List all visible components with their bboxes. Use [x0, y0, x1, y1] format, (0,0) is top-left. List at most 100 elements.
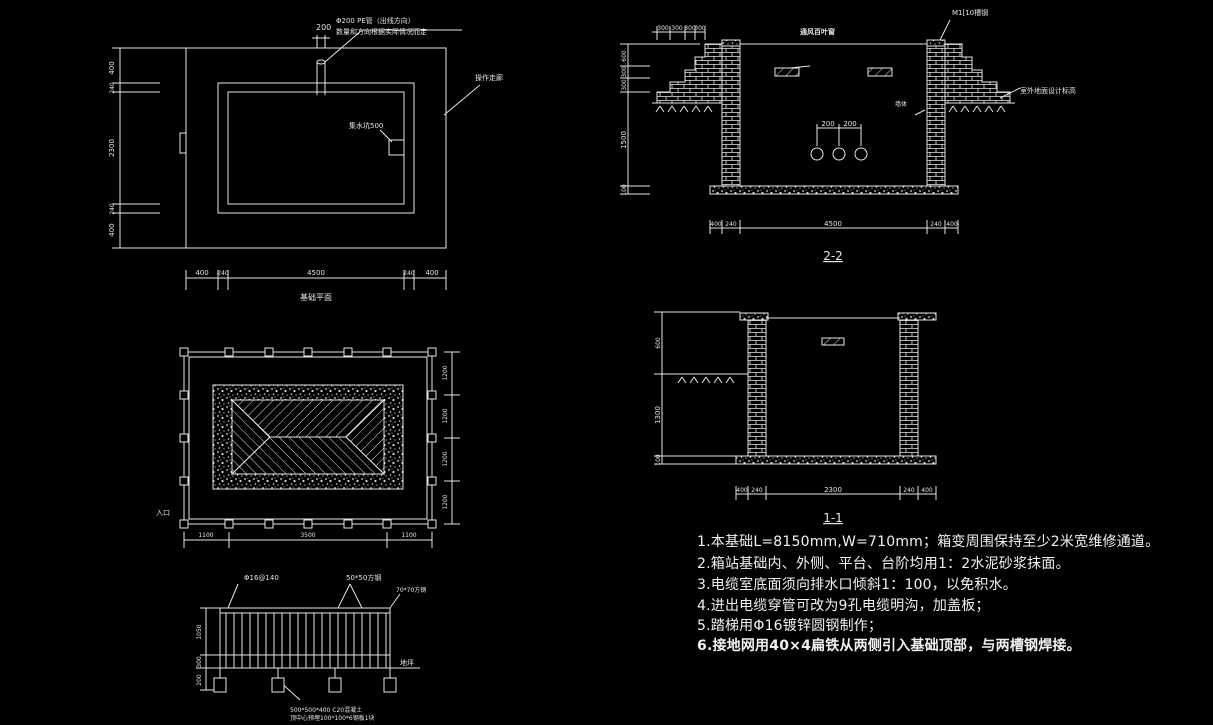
- fence-post: [179, 390, 189, 400]
- section-2-2-bottom-dimensions: 400 240 4500 240 400: [710, 220, 958, 228]
- drain-pit: [388, 139, 405, 156]
- s22-channel-label: M1[10槽钢: [952, 8, 988, 17]
- s11-bottom-dim: 240: [751, 487, 763, 494]
- fence-post: [179, 476, 189, 486]
- s11-bottom-dim: 2300: [824, 486, 842, 494]
- section-2-2-view: [620, 19, 1021, 234]
- fence-ground-label: 地坪: [400, 658, 414, 667]
- foundation-inner-outline: [231, 399, 385, 475]
- plan-bottom-dim: 240: [217, 270, 229, 277]
- fence-post: [382, 519, 392, 529]
- s22-bottom-dim: 400: [710, 221, 722, 228]
- fence-frame: [219, 607, 391, 669]
- s22-ground-label: 室外地面设计标高: [1020, 86, 1076, 95]
- fence-post: [303, 519, 313, 529]
- cable-hole: [854, 147, 868, 161]
- s11-left-wall: [747, 317, 767, 457]
- s11-left-dim: 1300: [654, 406, 662, 424]
- s22-top-dim: 300: [671, 25, 683, 32]
- entrance-label: 入口: [156, 509, 170, 517]
- plan-bottom-dim: 400: [425, 269, 438, 277]
- fence-post: [427, 347, 437, 357]
- fence-post: [427, 519, 437, 529]
- left-wall: [721, 43, 741, 187]
- fence-elev-dim: 200: [196, 674, 203, 686]
- plan-outer-outline: [185, 47, 447, 249]
- fence-footings: [213, 668, 397, 693]
- plan-wall-inner: [227, 91, 405, 205]
- s11-base-slab: [735, 455, 937, 465]
- note-6: 6.接地网用40×4扁铁从两侧引入基础顶部，与两槽钢焊接。: [697, 638, 1081, 654]
- fence-post: [343, 519, 353, 529]
- plan-left-dim: 400: [108, 61, 116, 74]
- note-4: 4.进出电缆穿管可改为9孔电缆明沟，加盖板；: [697, 598, 990, 614]
- fence-post-label: Φ16@140: [244, 574, 279, 582]
- fence-plan-right-dimensions: 1200 1200 1200 1200: [442, 365, 449, 509]
- section-1-1-left-dimensions: 600 1300 100: [654, 337, 662, 466]
- fence-footing: [271, 677, 285, 693]
- s22-hole-dims: 200 200: [821, 120, 856, 128]
- plan-bottom-dimensions: 400 240 4500 240 400: [195, 269, 438, 277]
- s11-right-wall: [899, 317, 919, 457]
- fence-post: [303, 347, 313, 357]
- fence-post: [224, 347, 234, 357]
- fence-footing-label-1: 500*500*400 C20混凝土: [290, 706, 362, 714]
- plan-pipe-note-2: 数量和方向根据实际情况而定: [336, 27, 427, 36]
- fence-dim: 1200: [442, 365, 449, 380]
- fence-line-inner: [188, 356, 428, 520]
- fence-post: [224, 519, 234, 529]
- s22-left-dim: 600: [621, 50, 628, 62]
- fence-posts: [179, 347, 437, 529]
- s22-vent-label: 通风百叶窗: [800, 27, 835, 36]
- section-2-2-title: 2-2: [823, 249, 843, 263]
- plan-caption: 基础平面: [300, 292, 332, 302]
- fence-post: [264, 347, 274, 357]
- fence-dim: 3500: [300, 532, 315, 539]
- fence-square-tube-label: 70*70方钢: [396, 586, 426, 594]
- note-3: 3.电缆室底面须向排水口倾斜1：100，以免积水。: [697, 577, 1017, 593]
- s22-hole-dim: 200: [821, 120, 834, 128]
- fence-square-steel-label: 50*50方钢: [346, 573, 381, 582]
- s22-left-dim: 300: [621, 79, 628, 91]
- fence-plan-bottom-dimensions: 1100 3500 1100: [198, 532, 416, 539]
- plan-bottom-dim: 400: [195, 269, 208, 277]
- fence-post: [427, 476, 437, 486]
- right-wall: [926, 43, 946, 187]
- fence-post: [382, 347, 392, 357]
- right-steps: [944, 43, 1011, 104]
- plan-left-dim: 240: [109, 203, 116, 215]
- section-1-1-bottom-dimensions: 400 240 2300 240 400: [736, 486, 933, 494]
- fence-bars: [225, 613, 387, 668]
- s11-bottom-dim: 240: [903, 487, 915, 494]
- fence-elev-left-dimensions: 1050 300 200: [196, 624, 203, 686]
- s11-left-dim: 600: [655, 337, 662, 349]
- s22-top-dim: 300: [657, 25, 669, 32]
- s11-bottom-dim: 400: [736, 487, 748, 494]
- vent-right: [867, 67, 893, 77]
- vent-left: [774, 67, 800, 77]
- s11-vent: [821, 337, 845, 346]
- plan-bottom-dim: 240: [403, 270, 415, 277]
- s22-left-dim: 300: [621, 66, 628, 78]
- fence-plan-view: [183, 351, 460, 548]
- s22-left-dim: 1500: [620, 131, 628, 149]
- section-1-1-view: [654, 311, 937, 500]
- plan-bottom-dim: 4500: [307, 269, 325, 277]
- s11-left-dim: 100: [655, 454, 662, 466]
- plan-dim-top: 200: [316, 23, 331, 32]
- plan-left-dim: 240: [109, 82, 116, 94]
- s22-bottom-dim: 240: [725, 221, 737, 228]
- fence-post: [427, 390, 437, 400]
- plan-wall-outer: [217, 82, 415, 214]
- section-2-2-left-dimensions: 600 300 300 1500 100: [620, 50, 628, 196]
- fence-dim: 1200: [442, 408, 449, 423]
- note-5: 5.踏梯用Φ16镀锌圆钢制作；: [697, 618, 883, 634]
- left-steps: [656, 43, 723, 104]
- plan-left-dimensions: 400 240 2300 240 400: [108, 61, 116, 236]
- fence-footing: [383, 677, 397, 693]
- fence-dim: 1100: [401, 532, 416, 539]
- fence-footing: [328, 677, 342, 693]
- plan-drain-label: 集水坑500: [349, 121, 383, 130]
- plan-left-dim: 2300: [108, 139, 116, 157]
